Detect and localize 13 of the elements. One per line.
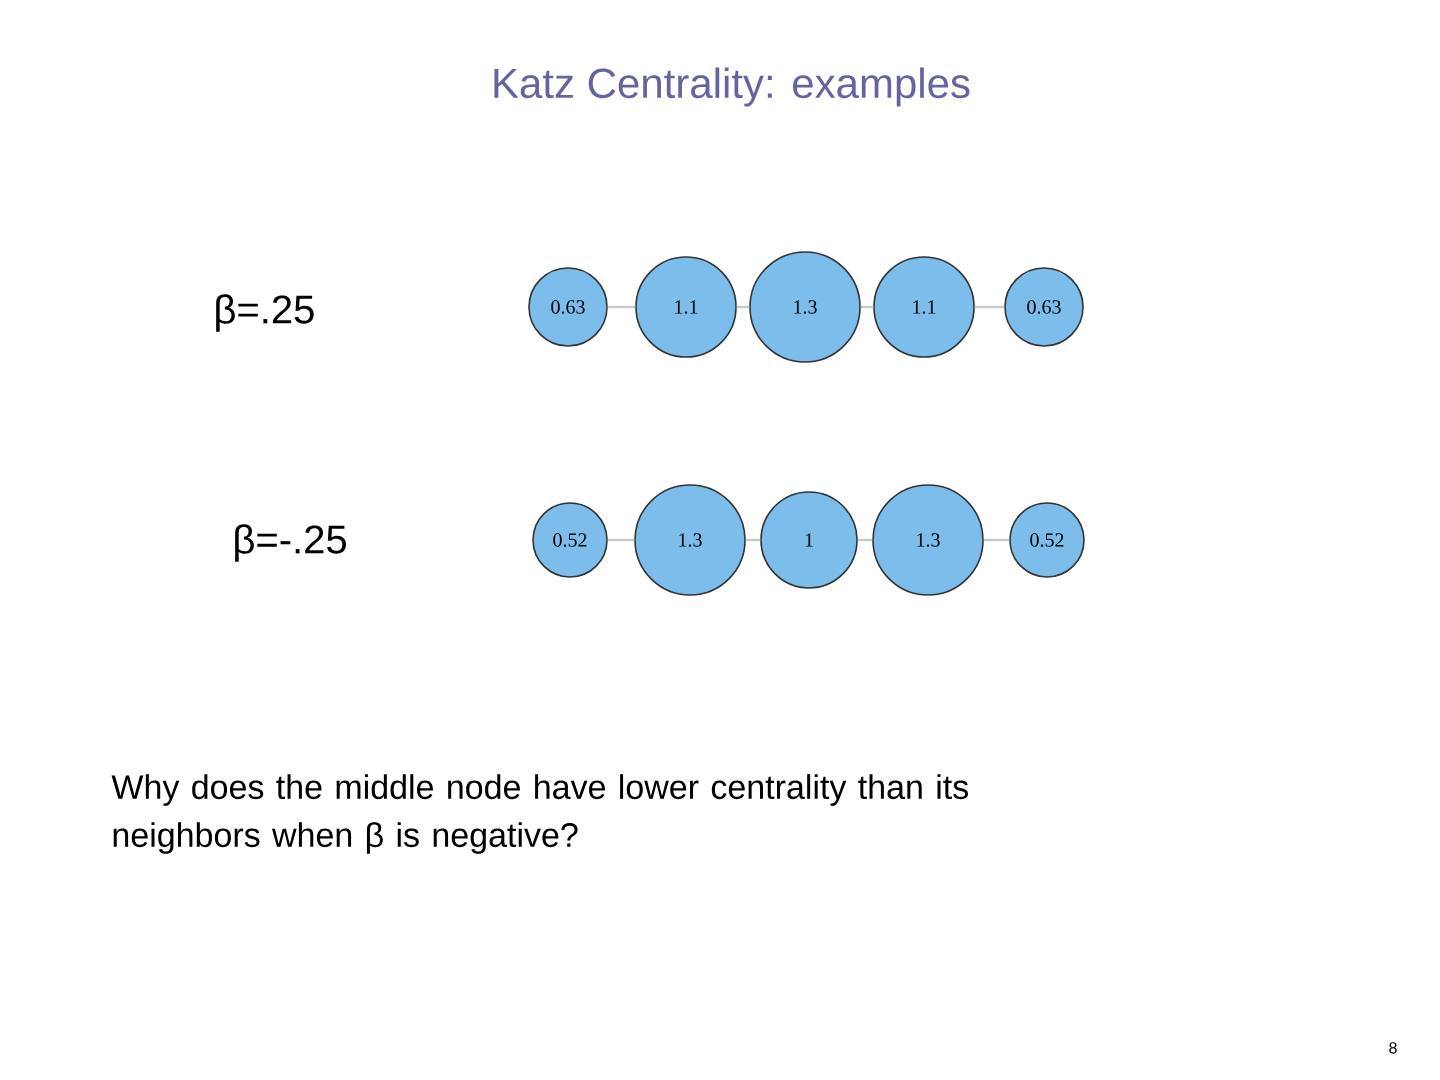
question-text: Why does the middle node have lower centrality than its neighbors when β is negative? — [111, 774, 968, 854]
edge-line — [607, 305, 636, 309]
beta-label: β=-.25 — [235, 524, 346, 562]
edge-line — [607, 538, 635, 542]
slide-title: Katz Centrality: examples — [494, 67, 970, 107]
edge-line — [974, 305, 1005, 309]
edge-line — [736, 305, 750, 309]
page-number: 8 — [1389, 1042, 1397, 1054]
edge-line — [983, 538, 1010, 542]
beta-label: β=.25 — [216, 294, 314, 332]
edge-line — [745, 538, 761, 542]
edge-line — [860, 305, 874, 309]
edge-line — [857, 538, 873, 542]
